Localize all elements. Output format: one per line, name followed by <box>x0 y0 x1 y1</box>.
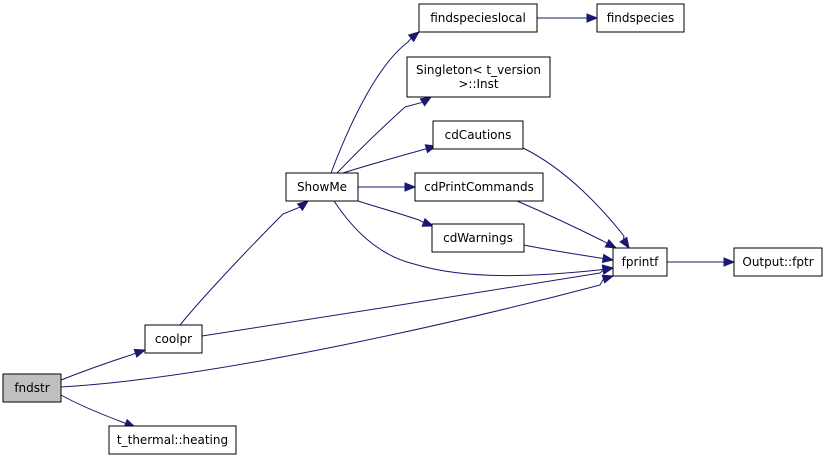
node-cdPrintCommands[interactable]: cdPrintCommands <box>414 172 544 202</box>
node-box[interactable] <box>2 373 62 403</box>
edge-cdPrintCommands-to-fprintf <box>516 200 618 249</box>
arrowhead-icon <box>586 13 599 23</box>
edge-coolpr-to-ShowMe <box>179 200 310 326</box>
edge-line-end <box>622 235 625 240</box>
edge-line <box>179 213 284 326</box>
node-box[interactable] <box>612 247 668 277</box>
node-ShowMe[interactable]: ShowMe <box>285 172 359 202</box>
arrowhead-icon <box>604 238 618 249</box>
node-box[interactable] <box>432 120 524 150</box>
node-findspecieslocal[interactable]: findspecieslocal <box>418 3 538 33</box>
node-box[interactable] <box>144 324 203 354</box>
edge-fndstr-to-fprintf <box>60 274 615 388</box>
edge-ShowMe-to-cdWarnings <box>357 200 435 227</box>
edge-line <box>330 41 409 174</box>
node-label: fprintf <box>622 255 659 269</box>
edge-line-end <box>421 148 427 151</box>
edge-line <box>201 272 601 337</box>
node-box[interactable] <box>733 247 823 277</box>
node-label: t_thermal::heating <box>117 433 228 447</box>
edge-fndstr-to-coolpr <box>60 348 147 381</box>
edge-line-end <box>121 421 126 424</box>
node-label: fndstr <box>14 381 49 395</box>
node-box[interactable] <box>596 3 685 33</box>
edge-line <box>336 106 406 174</box>
arrowhead-icon <box>404 182 417 192</box>
edge-line <box>60 394 123 423</box>
edge-cdCautions-to-fprintf <box>522 147 630 250</box>
edge-line <box>333 200 600 277</box>
arrowhead-icon <box>619 236 630 250</box>
edge-fprintf-to-fptr <box>667 257 736 267</box>
arrowhead-icon <box>421 217 435 227</box>
edge-line-end <box>602 240 608 244</box>
edge-fndstr-to-heating <box>60 394 137 428</box>
edge-line-end <box>599 278 604 286</box>
edge-line <box>522 147 625 237</box>
node-box[interactable] <box>406 56 551 98</box>
edge-ShowMe-to-cdCautions <box>342 144 438 174</box>
node-label: coolpr <box>155 332 192 346</box>
arrowhead-icon <box>296 200 310 212</box>
edge-line <box>523 244 601 259</box>
node-label: Output::fptr <box>742 255 813 269</box>
arrowhead-icon <box>133 348 147 358</box>
node-box[interactable] <box>108 425 237 455</box>
node-label: cdPrintCommands <box>424 180 534 194</box>
node-fptr[interactable]: Output::fptr <box>733 247 823 277</box>
arrowhead-icon <box>723 257 736 267</box>
node-label: cdWarnings <box>443 231 513 245</box>
node-box[interactable] <box>414 172 544 202</box>
edge-line-end <box>418 219 424 223</box>
node-box[interactable] <box>418 3 538 33</box>
edge-line-end <box>130 352 136 356</box>
node-cdWarnings[interactable]: cdWarnings <box>431 223 525 253</box>
edge-line <box>342 149 423 174</box>
edge-cdWarnings-to-fprintf <box>523 244 615 264</box>
node-label: findspecieslocal <box>430 11 526 25</box>
node-heating[interactable]: t_thermal::heating <box>108 425 237 455</box>
edge-findspecieslocal-to-findspecies <box>537 13 599 23</box>
node-box[interactable] <box>285 172 359 202</box>
edge-ShowMe-to-fprintf <box>333 200 615 277</box>
node-singleton[interactable]: Singleton< t_version>::Inst <box>406 56 551 98</box>
edge-line-end <box>407 37 412 43</box>
edge-line <box>357 200 420 221</box>
edge-line <box>60 284 601 388</box>
node-fndstr[interactable]: fndstr <box>2 373 62 403</box>
node-label: cdCautions <box>445 128 512 142</box>
edge-line-end <box>599 269 604 274</box>
edge-line-end <box>282 206 301 215</box>
edge-ShowMe-to-findspecieslocal <box>330 31 421 174</box>
edge-line-end <box>404 101 423 108</box>
node-cdCautions[interactable]: cdCautions <box>432 120 524 150</box>
edge-ShowMe-to-singleton <box>336 96 433 174</box>
node-findspecies[interactable]: findspecies <box>596 3 685 33</box>
node-label: >::Inst <box>458 77 499 91</box>
arrowhead-icon <box>419 96 433 107</box>
arrowhead-icon <box>601 253 615 264</box>
edge-line-end <box>598 268 604 271</box>
edge-coolpr-to-fprintf <box>201 265 615 337</box>
node-fprintf[interactable]: fprintf <box>612 247 668 277</box>
node-label: ShowMe <box>297 180 347 194</box>
node-label: Singleton< t_version <box>416 63 541 77</box>
arrowhead-icon <box>601 274 615 284</box>
node-box[interactable] <box>431 223 525 253</box>
edges-layer <box>60 13 736 428</box>
edge-line <box>60 354 132 381</box>
edge-line <box>516 200 604 242</box>
node-label: findspecies <box>607 11 675 25</box>
edge-ShowMe-to-cdPrintCommands <box>357 182 417 192</box>
node-coolpr[interactable]: coolpr <box>144 324 203 354</box>
